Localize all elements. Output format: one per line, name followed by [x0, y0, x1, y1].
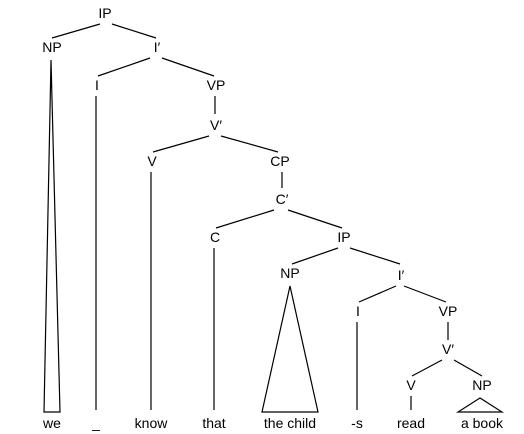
node-v-top: V [147, 153, 157, 169]
triangle-np-a-book [455, 397, 505, 413]
node-labels: IP NP I′ I VP V′ V CP C′ C IP NP I′ I VP… [42, 5, 491, 393]
leaf-the-child: the child [264, 415, 316, 431]
tree-branches [43, 23, 505, 413]
node-i-emb: I [356, 303, 360, 319]
node-np-we: NP [42, 39, 61, 55]
leaf-know: know [135, 415, 169, 431]
branch-ibar-i [97, 57, 151, 77]
node-cbar: C′ [276, 191, 289, 207]
branch-ip-ibar-emb [349, 247, 401, 265]
node-vp-top: VP [207, 77, 226, 93]
branch-vbar-v [152, 135, 210, 153]
triangle-np-we [43, 59, 61, 413]
leaf-a-book: a book [461, 415, 504, 431]
node-cp: CP [270, 153, 289, 169]
leaf-we: we [42, 415, 61, 431]
branch-ip-np [51, 23, 101, 39]
branch-ip-np-child [291, 247, 339, 265]
branch-ibar-i-emb [358, 285, 397, 303]
branch-vbar-np-book [453, 359, 483, 377]
node-i-top: I [95, 77, 99, 93]
branch-ibar-vp-emb [403, 285, 447, 303]
leaf-s: -s [351, 415, 363, 431]
leaf-that: that [202, 415, 225, 431]
node-ip-top: IP [98, 5, 111, 21]
branch-ibar-vp [161, 57, 215, 77]
node-np-child: NP [280, 265, 299, 281]
node-ibar-emb: I′ [398, 267, 405, 283]
node-np-book: NP [472, 377, 491, 393]
branch-ip-ibar [111, 23, 157, 39]
leaf-gap: _ [91, 415, 100, 431]
node-vbar-top: V′ [210, 117, 222, 133]
node-ip-emb: IP [337, 229, 350, 245]
leaf-read: read [397, 415, 425, 431]
node-vp-emb: VP [439, 303, 458, 319]
node-vbar-emb: V′ [442, 341, 454, 357]
leaf-words: we _ know that the child -s read a book [42, 415, 504, 431]
branch-vbar-v-emb [411, 359, 443, 377]
branch-vbar-cp [220, 135, 279, 153]
branch-cbar-ip [287, 209, 343, 229]
node-c: C [210, 229, 220, 245]
node-v-emb: V [406, 377, 416, 393]
triangle-np-the-child [261, 285, 319, 413]
node-ibar-top: I′ [154, 39, 161, 55]
branch-cbar-c [215, 209, 275, 229]
